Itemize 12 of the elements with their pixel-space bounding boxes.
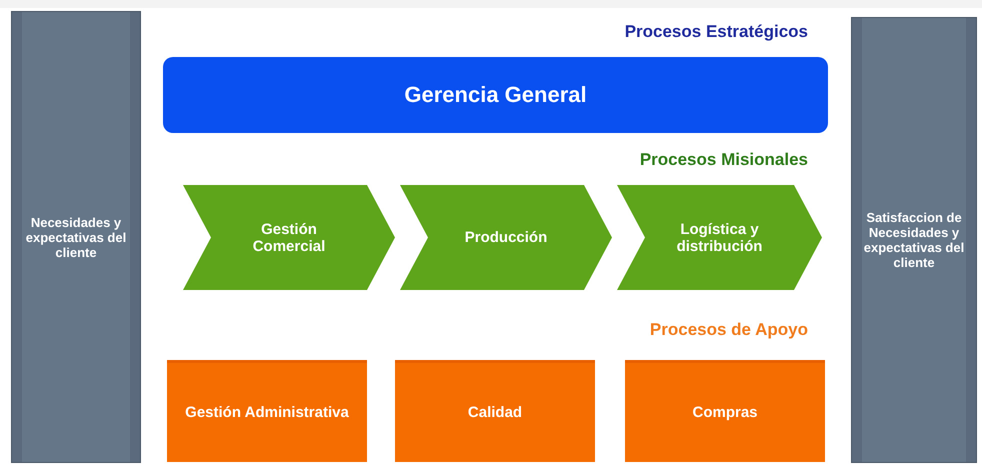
- side-panel: Necesidades y expectativas del cliente: [12, 12, 140, 462]
- section-heading: Procesos Estratégicos: [624, 22, 808, 42]
- process-step: Logística y distribución: [617, 185, 822, 290]
- process-box: Calidad: [395, 360, 595, 462]
- process-box: Compras: [625, 360, 825, 462]
- process-step: Gestión Comercial: [183, 185, 395, 290]
- section-heading: Procesos Misionales: [640, 150, 808, 170]
- side-panel: Satisfaccion de Necesidades y expectativas del cliente: [852, 18, 976, 462]
- process-step: Producción: [400, 185, 612, 290]
- process-bar: Gerencia General: [163, 57, 828, 133]
- section-heading: Procesos de Apoyo: [650, 320, 808, 340]
- process-box: Gestión Administrativa: [167, 360, 367, 462]
